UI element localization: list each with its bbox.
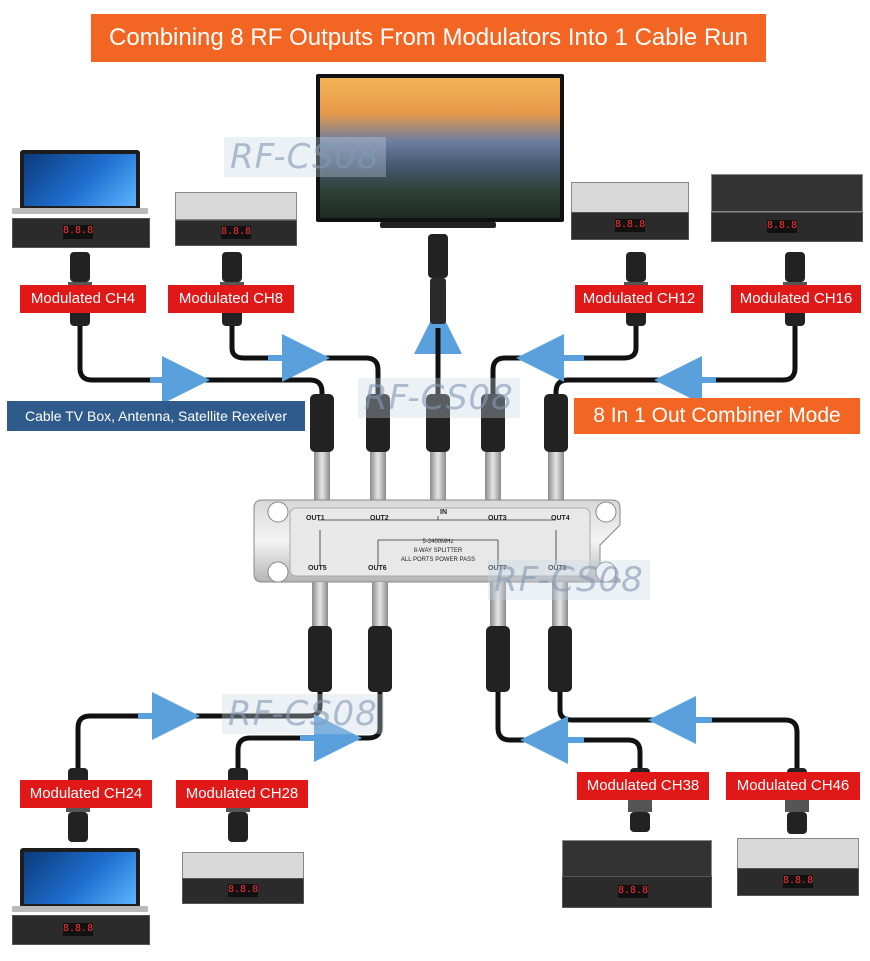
port-out8: OUT8: [548, 565, 567, 572]
splitter-body: [253, 499, 621, 583]
label-ch38: Modulated CH38: [577, 772, 709, 800]
laptop-top-left: [20, 150, 140, 210]
watermark: RF-CS08: [358, 378, 520, 418]
modulator-ch38: 8.8.8: [562, 876, 712, 908]
title-banner: Combining 8 RF Outputs From Modulators I…: [91, 14, 766, 62]
port-out3: OUT3: [488, 515, 507, 522]
spec-power-pass: ALL PORTS POWER PASS: [400, 557, 476, 563]
port-out4: OUT4: [551, 515, 570, 522]
modulator-display: 8.8.8: [615, 219, 646, 232]
label-ch12: Modulated CH12: [575, 285, 703, 313]
modulator-ch4: 8.8.8: [12, 218, 150, 248]
label-ch28: Modulated CH28: [176, 780, 308, 808]
watermark: RF-CS08: [224, 137, 386, 177]
port-out1: OUT1: [306, 515, 325, 522]
tv-screen-image: [320, 78, 560, 218]
tv-display: [316, 74, 564, 222]
modulator-display: 8.8.8: [221, 226, 252, 239]
dvd-player-ch12: [571, 182, 689, 214]
modulator-ch28: 8.8.8: [182, 878, 304, 904]
modulator-display: 8.8.8: [228, 884, 259, 897]
modulator-ch8: 8.8.8: [175, 220, 297, 246]
cables-bottom: [75, 690, 800, 770]
port-out6: OUT6: [368, 565, 387, 572]
label-ch46: Modulated CH46: [726, 772, 860, 800]
spec-type: 8-WAY SPLITTER: [413, 548, 463, 554]
watermark: RF-CS08: [488, 560, 650, 600]
port-out2: OUT2: [370, 515, 389, 522]
connector-tv: [428, 234, 448, 324]
splitter-spec-text: 5-2400MHz 8-WAY SPLITTER ALL PORTS POWER…: [398, 538, 478, 565]
modulator-display: 8.8.8: [767, 220, 798, 233]
satellite-receiver-ch16: [711, 174, 863, 212]
modulator-ch16: 8.8.8: [711, 212, 863, 242]
label-ch24: Modulated CH24: [20, 780, 152, 808]
dvd-player-ch28: [182, 852, 304, 880]
splitter-bottom-connectors: [308, 582, 572, 692]
modulator-display: 8.8.8: [618, 885, 649, 898]
input-source-label: Cable TV Box, Antenna, Satellite Rexeive…: [7, 401, 305, 431]
tv-stand: [380, 222, 496, 228]
label-ch8: Modulated CH8: [168, 285, 294, 313]
port-in: IN: [440, 509, 447, 516]
spec-frequency: 5-2400MHz: [422, 539, 454, 545]
label-ch4: Modulated CH4: [20, 285, 146, 313]
laptop-base: [12, 906, 148, 912]
laptop-bottom-left: [20, 848, 140, 908]
laptop-base: [12, 208, 148, 214]
modulator-display: 8.8.8: [783, 875, 814, 888]
modulator-display: 8.8.8: [63, 225, 93, 239]
port-out5: OUT5: [308, 565, 327, 572]
watermark: RF-CS08: [222, 694, 384, 734]
modulator-ch12: 8.8.8: [571, 212, 689, 240]
combiner-mode-label: 8 In 1 Out Combiner Mode: [574, 398, 860, 434]
port-out7: OUT7: [488, 565, 507, 572]
modulator-ch46: 8.8.8: [737, 868, 859, 896]
signal-arrows: [138, 306, 716, 764]
splitter-top-connectors: [310, 328, 568, 500]
modulator-ch24: 8.8.8: [12, 915, 150, 945]
modulator-display: 8.8.8: [63, 923, 94, 936]
dvd-player-ch8: [175, 192, 297, 220]
label-ch16: Modulated CH16: [731, 285, 861, 313]
